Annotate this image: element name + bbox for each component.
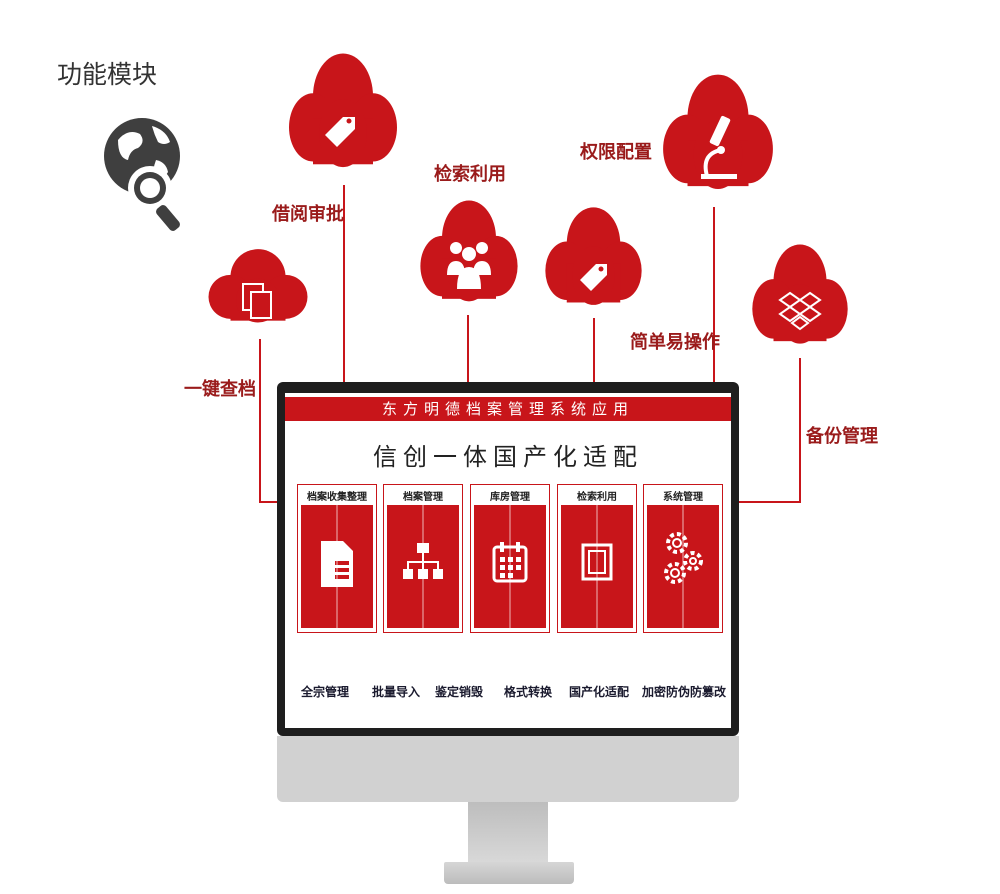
module-panel — [561, 505, 633, 628]
window-icon — [581, 543, 613, 581]
module-title: 系统管理 — [663, 492, 703, 503]
tag-icon — [325, 117, 355, 147]
document-icon — [321, 541, 353, 587]
dropbox-icon — [778, 291, 822, 331]
module-card-search-use: 检索利用 — [557, 484, 637, 633]
cloud-easy-operation — [540, 200, 647, 322]
users-icon — [447, 242, 491, 289]
system-title-banner: 东方明德档案管理系统应用 — [285, 397, 731, 421]
module-title: 档案收集整理 — [307, 492, 367, 503]
cloud-label-one-click-lookup: 一键查档 — [184, 379, 256, 400]
hierarchy-icon — [403, 543, 443, 579]
connector-line — [593, 318, 595, 384]
feature-label: 加密防伪防篡改 — [642, 685, 727, 699]
copy-icon — [242, 283, 272, 319]
gears-icon — [664, 532, 703, 584]
page-title: 功能模块 — [57, 60, 158, 89]
monitor-stand-base — [444, 862, 574, 884]
module-panel — [474, 505, 546, 628]
cloud-label-borrow-approval: 借阅审批 — [272, 204, 344, 225]
feature-label: 国产化适配 — [569, 685, 630, 699]
module-title: 档案管理 — [403, 492, 443, 503]
cloud-borrow-approval — [283, 45, 403, 187]
globe-search-icon — [100, 108, 190, 236]
monitor-screen: 东方明德档案管理系统应用 信创一体国产化适配 档案收集整理 档案管理 — [285, 393, 731, 728]
module-card-warehouse: 库房管理 — [470, 484, 550, 633]
connector-line — [467, 315, 469, 384]
feature-label: 全宗管理 — [301, 685, 350, 699]
module-panel — [301, 505, 373, 628]
module-card-system-management: 系统管理 — [643, 484, 723, 633]
cloud-label-easy-operation: 简单易操作 — [630, 332, 720, 353]
cloud-permission-config — [657, 66, 779, 209]
cloud-backup-management — [747, 237, 853, 361]
cloud-label-search-use: 检索利用 — [434, 164, 506, 185]
feature-label: 鉴定销毁 — [435, 685, 484, 699]
connector-line — [799, 358, 801, 503]
system-subtitle: 信创一体国产化适配 — [373, 443, 643, 471]
calendar-icon — [492, 542, 528, 583]
module-title: 检索利用 — [577, 492, 617, 503]
module-panel — [647, 505, 719, 628]
tag-icon — [580, 264, 607, 291]
connector-line — [343, 185, 345, 384]
cloud-label-backup-management: 备份管理 — [806, 426, 878, 447]
connector-line — [737, 501, 801, 503]
cloud-one-click-lookup — [203, 237, 313, 342]
feature-label: 批量导入 — [372, 685, 421, 699]
cloud-label-permission-config: 权限配置 — [580, 142, 652, 163]
microscope-icon — [701, 115, 737, 179]
module-card-collection: 档案收集整理 — [297, 484, 377, 633]
monitor-stand-neck — [468, 802, 548, 862]
connector-line — [259, 501, 279, 503]
module-title: 库房管理 — [490, 492, 530, 503]
connector-line — [259, 339, 261, 503]
feature-label: 格式转换 — [504, 685, 553, 699]
monitor-chin — [277, 736, 739, 802]
cloud-search-use — [415, 193, 523, 319]
module-panel — [387, 505, 459, 628]
module-card-archive-management: 档案管理 — [383, 484, 463, 633]
connector-line — [713, 207, 715, 384]
